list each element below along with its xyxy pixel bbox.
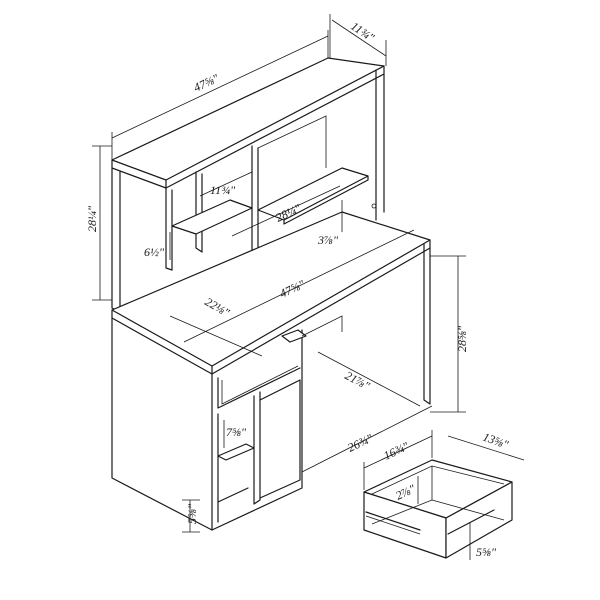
cabinet-shelf-2 (217, 487, 249, 503)
dim-knee-depth: 21⅞" (343, 368, 373, 393)
desk-right-leg (423, 243, 431, 405)
desk-modesty-panel (301, 315, 343, 337)
dim-hutch-height: 28¼" (85, 205, 99, 232)
drawer-slide-rail (365, 511, 421, 531)
cabinet-front-right (211, 329, 303, 531)
dim-cubby-height: 6½" (144, 245, 165, 259)
hutch-left-panel (111, 167, 121, 313)
cabinet-drawer-opening (217, 367, 301, 409)
dim-drawer-width: 16¾" (381, 439, 411, 463)
hutch-inner-left-divider (165, 187, 173, 271)
dim-drawer-depth: 13⅝" (481, 430, 511, 452)
drawer (363, 459, 513, 559)
cabinet-drawer-inner (221, 365, 299, 405)
cubby-divider-1 (195, 171, 203, 253)
desk (111, 211, 431, 531)
dimension-lines (92, 14, 525, 560)
dim-base-height: 5⅝" (185, 503, 199, 524)
hutch-top-front-edge (111, 159, 167, 189)
cabinet-door (259, 379, 301, 499)
dim-hutch-width: 47⅝" (191, 71, 221, 95)
grommet-icon (281, 329, 307, 343)
desk-top-front-edge (111, 309, 213, 375)
cubby-shelf (171, 199, 253, 235)
dim-cabinet-shelf: 7⅝" (226, 425, 247, 439)
cable-hole-icon (371, 203, 377, 209)
hutch (111, 57, 385, 313)
drawer-handle-icon (447, 509, 495, 535)
hutch-back-panel (257, 115, 327, 168)
hutch-shelf-edge (283, 175, 369, 225)
cabinet-shelf-1 (217, 443, 255, 461)
dim-desk-height: 28⅝" (455, 325, 469, 352)
dim-shelf-clearance: 3⅞" (317, 233, 339, 247)
dim-cubby-width: 11¾" (210, 183, 236, 197)
drawer-side (445, 481, 513, 559)
dim-knee-width: 26¾" (345, 431, 375, 455)
cabinet-door-edge (253, 391, 261, 505)
drawer-inner-floor (431, 499, 505, 521)
drawer-slide-rail-edge (365, 515, 421, 535)
cabinet-left-side (111, 317, 213, 531)
desk-top (111, 211, 431, 367)
dim-drawer-height: 5⅝" (476, 545, 497, 559)
